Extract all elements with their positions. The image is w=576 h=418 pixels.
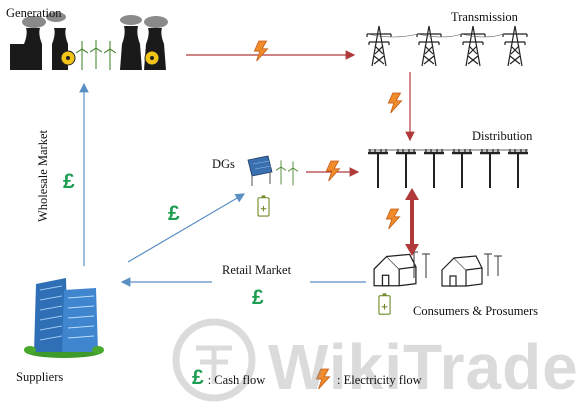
- generation-icon: [10, 12, 168, 70]
- suppliers-icon: [24, 278, 104, 358]
- distribution-icon: [366, 148, 530, 188]
- transmission-label: Transmission: [451, 10, 518, 24]
- legend-cash-label: : Cash flow: [207, 373, 266, 387]
- retail-market-label: Retail Market: [222, 263, 292, 277]
- dgs-label: DGs: [212, 157, 235, 171]
- transmission-icon: [366, 25, 528, 67]
- dgs-icon: [247, 155, 298, 217]
- pound-symbol-dgs: £: [168, 202, 180, 225]
- pound-symbol-retail: £: [252, 286, 264, 309]
- lightning-icon: [253, 40, 269, 62]
- lightning-icon: [387, 92, 403, 114]
- legend-cash-symbol: £: [192, 366, 204, 389]
- legend-electricity-label: : Electricity flow: [337, 373, 422, 387]
- electricity-flow-arrows: [186, 50, 419, 256]
- watermark-text: WikiTrade: [268, 331, 576, 403]
- generation-label: Generation: [6, 6, 62, 20]
- distribution-label: Distribution: [472, 129, 533, 143]
- legend: £ : Cash flow: [192, 366, 265, 390]
- lightning-icon: [325, 160, 341, 182]
- watermark-logo: [172, 318, 256, 402]
- suppliers-label: Suppliers: [16, 370, 64, 384]
- lightning-icon: [385, 208, 401, 230]
- wholesale-market-label: Wholesale Market: [36, 130, 50, 222]
- cash-flow-arrows: [79, 82, 366, 282]
- consumers-label: Consumers & Prosumers: [413, 304, 538, 318]
- pound-symbol-wholesale: £: [63, 170, 75, 193]
